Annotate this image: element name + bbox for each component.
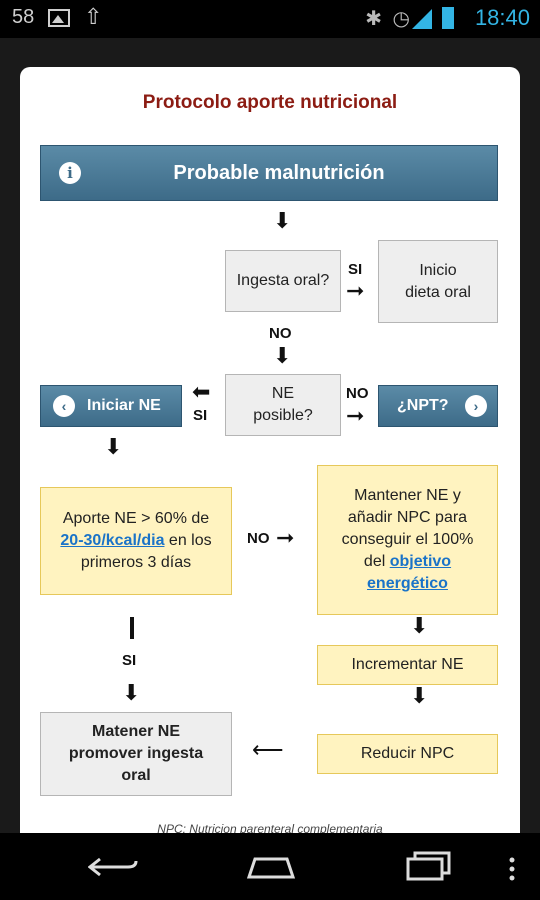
- overflow-menu-icon[interactable]: [508, 857, 516, 881]
- arrow-down-icon: ⬇: [273, 208, 292, 233]
- notification-count: 58: [12, 6, 35, 28]
- battery-icon: [442, 7, 454, 29]
- label-no: NO: [269, 325, 292, 342]
- npt-button[interactable]: ¿NPT? ›: [378, 385, 498, 427]
- signal-icon: [412, 9, 432, 29]
- kcal-link[interactable]: 20-30/kcal/dia: [60, 532, 165, 549]
- box-reducir-npc: Reducir NPC: [317, 734, 498, 774]
- arrow-down-icon: ⬇: [410, 613, 429, 638]
- page-title: Protocolo aporte nutricional: [142, 92, 398, 113]
- info-icon[interactable]: i: [59, 162, 81, 184]
- box-aporte-ne-text: Aporte NE > 60% de 20-30/kcal/dia en los…: [56, 508, 216, 574]
- box-incrementar-ne-text: Incrementar NE: [351, 656, 464, 673]
- box-inicio-dieta-text: Inicio dieta oral: [405, 261, 471, 301]
- objetivo-energetico-link[interactable]: objetivo energético: [367, 553, 452, 592]
- arrow-right-icon: ➞: [276, 525, 295, 550]
- label-si: SI: [348, 261, 363, 278]
- box-ingesta-oral: Ingesta oral?: [225, 250, 341, 312]
- arrow-down-icon: ⬇: [410, 683, 429, 708]
- box-ne-posible: NE posible?: [225, 374, 341, 436]
- label-si: SI: [122, 652, 137, 669]
- npt-label: ¿NPT?: [397, 397, 449, 414]
- box-reducir-npc-text: Reducir NPC: [360, 745, 455, 762]
- status-bar: 58 ⇧ ✱ ◷ 18:40: [0, 0, 540, 38]
- arrow-right-icon: ➞: [346, 278, 365, 303]
- label-si: SI: [193, 407, 208, 424]
- box-inicio-dieta: Inicio dieta oral: [378, 240, 498, 323]
- connector-line: [130, 617, 134, 639]
- aporte-text-post: en los primeros 3 días: [80, 532, 212, 571]
- box-aporte-ne: Aporte NE > 60% de 20-30/kcal/dia en los…: [40, 487, 232, 595]
- protocol-card: Protocolo aporte nutricional i Probable …: [20, 67, 520, 847]
- iniciar-ne-button[interactable]: ‹ Iniciar NE: [40, 385, 182, 427]
- label-no: NO: [346, 385, 369, 402]
- recent-apps-icon[interactable]: [405, 851, 453, 881]
- navigation-bar: [0, 833, 540, 900]
- footnote: NPC: Nutricion parenteral complementaria: [157, 822, 383, 836]
- arrow-right-icon: ➞: [346, 403, 365, 428]
- arrow-down-icon: ⬇: [273, 343, 292, 368]
- mantener-text-pre: Mantener NE y añadir NPC para conseguir …: [341, 487, 474, 570]
- chevron-right-icon: ›: [465, 395, 487, 417]
- alarm-icon: ◷: [392, 8, 410, 30]
- arrow-down-icon: ⬇: [122, 680, 141, 705]
- header-bar[interactable]: i Probable malnutrición: [40, 145, 498, 201]
- header-title: Probable malnutrición: [173, 162, 385, 184]
- iniciar-ne-label: Iniciar NE: [87, 397, 161, 414]
- arrow-left-icon: ⬅: [192, 379, 211, 404]
- aporte-text-pre: Aporte NE > 60% de: [62, 510, 210, 527]
- box-ne-posible-text: NE posible?: [253, 385, 313, 424]
- home-icon[interactable]: [245, 855, 297, 879]
- box-matener-ne-text: Matener NE promover ingesta oral: [68, 723, 204, 784]
- clock: 18:40: [474, 5, 530, 30]
- box-incrementar-ne: Incrementar NE: [317, 645, 498, 685]
- label-no: NO: [247, 530, 270, 547]
- box-ingesta-oral-text: Ingesta oral?: [236, 272, 330, 289]
- box-mantener-ne: Mantener NE y añadir NPC para conseguir …: [317, 465, 498, 615]
- box-matener-ne: Matener NE promover ingesta oral: [40, 712, 232, 796]
- arrow-left-icon: ⟵: [252, 737, 284, 762]
- chevron-left-icon: ‹: [53, 395, 75, 417]
- box-mantener-ne-text: Mantener NE y añadir NPC para conseguir …: [333, 485, 483, 595]
- arrow-down-icon: ⬇: [104, 434, 123, 459]
- back-icon[interactable]: [88, 855, 138, 879]
- image-notification-icon: [48, 9, 70, 27]
- upload-icon: ⇧: [84, 4, 103, 29]
- bluetooth-icon: ✱: [365, 8, 382, 30]
